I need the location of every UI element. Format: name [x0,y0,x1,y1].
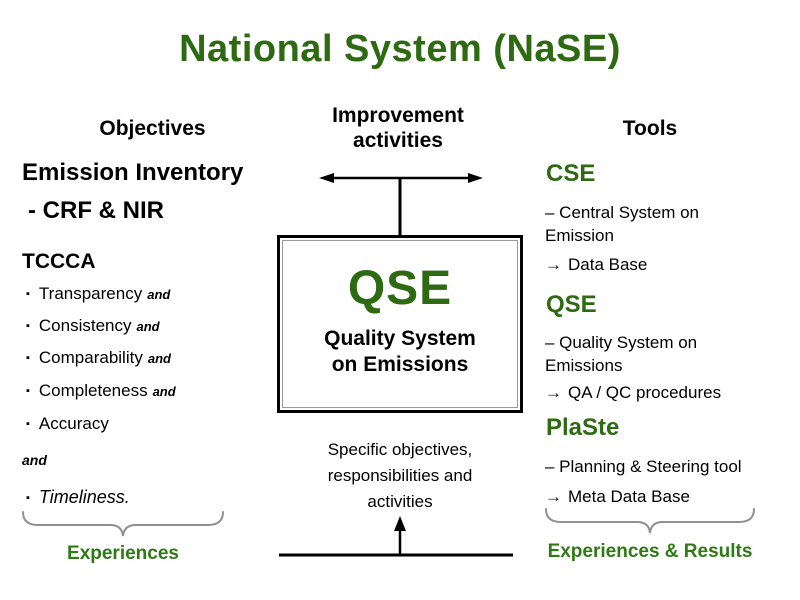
bottom-up-arrow [279,516,513,557]
right-brace-shape [545,508,755,534]
bullet-icon: ▪ [26,320,30,332]
list-item-completeness: ▪ Completeness and [26,381,176,401]
qse-subtitle: Quality System on Emissions [324,327,476,376]
tool-result-text: Data Base [568,255,648,274]
crf-nir-label: - CRF & NIR [28,197,164,224]
improvement-double-arrow [319,173,483,236]
list-item-transparency: ▪ Transparency and [26,284,170,304]
qse-box-inner-frame: QSE Quality System on Emissions [282,240,518,408]
specific-objectives-text: Specific objectives, responsibilities an… [327,440,473,511]
criterion-text: Accuracy [38,414,109,433]
criterion-text: Consistency [38,316,132,335]
list-item-comparability: ▪ Comparability and [26,348,171,368]
tool-result-plaste: → Meta Data Base [545,487,690,507]
bullet-icon: ▪ [26,352,30,364]
and-suffix: and [152,384,176,399]
tool-name-cse: CSE [546,160,596,187]
improvement-activities-header: Improvement activities [332,104,464,152]
bullet-icon: ▪ [26,288,30,300]
and-suffix: and [147,287,171,302]
standalone-and-label: and [22,452,47,468]
and-suffix: and [136,319,160,334]
criterion-text: Comparability [38,348,143,367]
arrow-right-icon: → [545,383,562,402]
arrow-right-icon: → [545,255,562,274]
list-item-consistency: ▪ Consistency and [26,316,160,336]
criterion-text: Timeliness. [38,487,130,507]
qse-acronym: QSE [347,262,453,315]
tool-name-qse: QSE [546,291,597,318]
experiences-results-label: Experiences & Results [547,541,753,562]
tool-desc-plaste: – Planning & Steering tool [545,457,742,476]
tool-result-cse: → Data Base [545,255,647,275]
tool-result-text: Meta Data Base [568,487,690,506]
tool-result-text: QA / QC procedures [568,383,722,402]
emission-inventory-label: Emission Inventory [22,159,244,186]
tccca-title: TCCCA [22,250,96,273]
tool-desc-qse: – Quality System on Emissions [545,333,698,375]
page-title: National System (NaSE) [179,28,621,70]
qse-box: QSE Quality System on Emissions [277,235,523,413]
objectives-header: Objectives [99,117,206,140]
and-suffix: and [147,351,171,366]
tools-header: Tools [622,117,678,140]
list-item-accuracy: ▪ Accuracy [26,414,114,434]
tool-desc-cse: – Central System on Emission [545,203,700,245]
bullet-icon: ▪ [26,418,30,430]
list-item-timeliness: ▪ Timeliness. [26,487,130,508]
tool-name-plaste: PlaSte [546,414,620,441]
bullet-icon: ▪ [26,385,30,397]
left-brace-shape [22,511,224,537]
tool-result-qse: → QA / QC procedures [545,383,721,403]
experiences-label: Experiences [67,543,179,564]
criterion-text: Completeness [38,381,148,400]
criterion-text: Transparency [38,284,143,303]
arrow-right-icon: → [545,487,562,506]
bullet-icon: ▪ [26,492,30,504]
